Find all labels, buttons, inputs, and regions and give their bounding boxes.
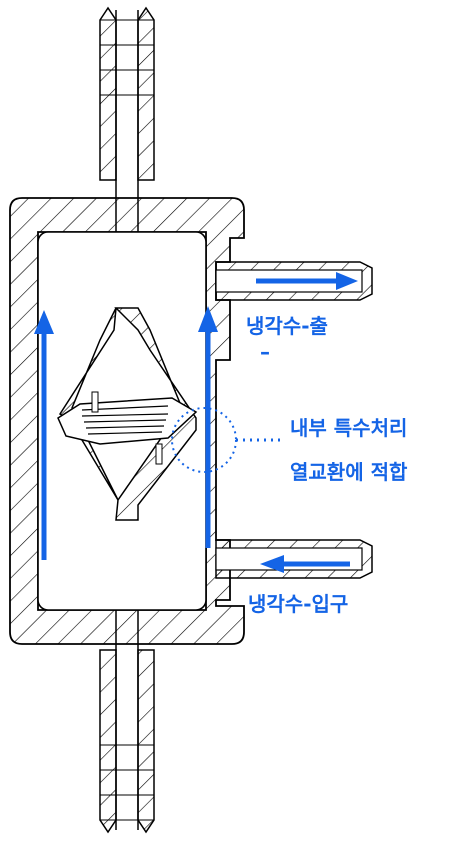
top-pipe	[99, 6, 155, 310]
outlet-label: 냉각수-출	[246, 314, 328, 338]
detail-callout	[171, 407, 284, 473]
inlet-label: 냉각수-입구	[248, 592, 349, 616]
inlet-nozzle	[215, 539, 373, 579]
arrowhead-outlet	[336, 272, 358, 290]
outlet-label-dash: –	[260, 340, 270, 364]
flow-arrows	[34, 272, 358, 573]
arrowhead-left-up	[34, 310, 54, 334]
inner-treatment-label-line2: 열교환에 적합	[290, 460, 408, 484]
arrowhead-inlet	[260, 555, 284, 573]
arrowhead-right-up	[198, 306, 218, 332]
bottom-pipe	[99, 520, 155, 834]
inner-treatment-label-line1: 내부 특수처리	[290, 416, 408, 440]
central-core	[57, 307, 198, 521]
